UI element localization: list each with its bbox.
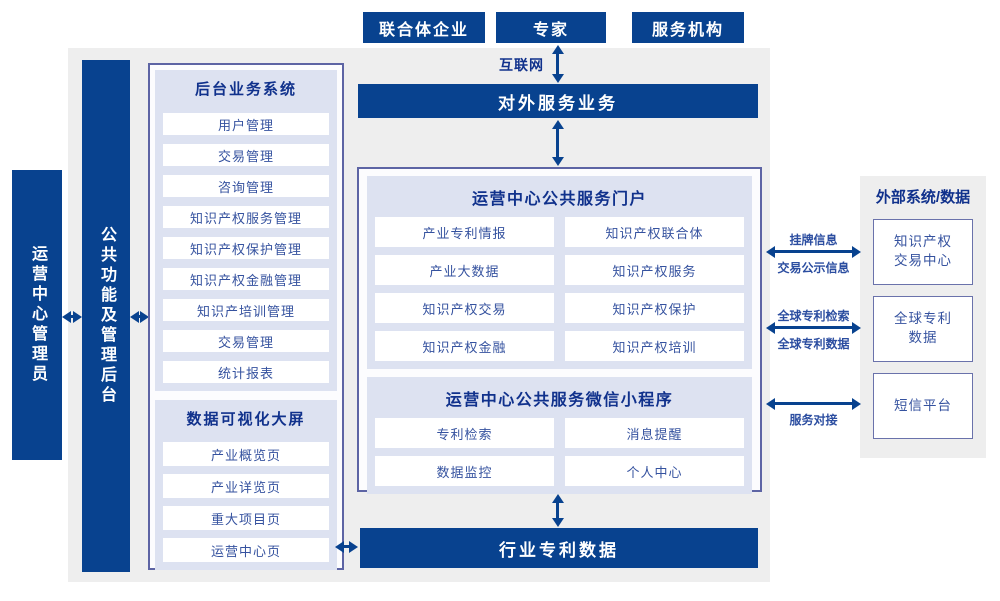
ip-exchange-double-arrow bbox=[766, 245, 861, 258]
dashboard-item: 运营中心页 bbox=[163, 538, 329, 562]
external-systems-panel: 外部系统/数据 知识产权 交易中心 全球专利 数据 短信平台 bbox=[860, 176, 986, 458]
back-office-item: 交易管理 bbox=[163, 330, 329, 352]
operations-center-admin-box: 运营中心管理员 bbox=[12, 170, 62, 460]
left-systems-panel: 后台业务系统 用户管理 交易管理 咨询管理 知识产权服务管理 知识产权保护管理 … bbox=[148, 63, 344, 570]
external-system-global-patent: 全球专利 数据 bbox=[873, 296, 973, 362]
miniprogram-grid: 专利检索 消息提醒 数据监控 个人中心 bbox=[375, 418, 744, 486]
internet-double-arrow bbox=[551, 45, 564, 83]
transaction-publicity-label: 交易公示信息 bbox=[777, 261, 850, 275]
portal-grid: 产业专利情报 知识产权联合体 产业大数据 知识产权服务 知识产权交易 知识产权保… bbox=[375, 217, 744, 361]
center-services-panel: 运营中心公共服务门户 产业专利情报 知识产权联合体 产业大数据 知识产权服务 知… bbox=[357, 167, 762, 494]
actor-box-consortium-enterprise: 联合体企业 bbox=[363, 12, 485, 43]
back-office-item: 知识产培训管理 bbox=[163, 299, 329, 321]
back-office-item: 统计报表 bbox=[163, 361, 329, 383]
external-system-label: 数据 bbox=[908, 330, 938, 345]
dashboard-item: 重大项目页 bbox=[163, 506, 329, 530]
portal-item: 知识产权金融 bbox=[375, 331, 554, 361]
back-office-item: 知识产权保护管理 bbox=[163, 237, 329, 259]
sms-service-double-arrow bbox=[766, 397, 861, 410]
global-patent-double-arrow bbox=[766, 321, 861, 334]
back-office-item: 知识产权金融管理 bbox=[163, 268, 329, 290]
miniprogram-item: 数据监控 bbox=[375, 456, 554, 486]
external-system-ip-exchange: 知识产权 交易中心 bbox=[873, 219, 973, 285]
data-visualization-section: 数据可视化大屏 产业概览页 产业详览页 重大项目页 运营中心页 bbox=[155, 400, 337, 570]
miniprogram-item: 个人中心 bbox=[565, 456, 744, 486]
public-functions-backend-box: 公共功能及管理后台 bbox=[82, 60, 130, 572]
actor-box-expert: 专家 bbox=[496, 12, 606, 43]
wechat-miniprogram-section: 运营中心公共服务微信小程序 专利检索 消息提醒 数据监控 个人中心 bbox=[367, 377, 752, 494]
back-office-item: 交易管理 bbox=[163, 144, 329, 166]
external-system-label: 交易中心 bbox=[894, 253, 952, 268]
dashboard-to-industry-double-arrow bbox=[335, 540, 358, 553]
portal-to-industry-double-arrow bbox=[551, 494, 564, 527]
global-patent-search-label: 全球专利检索 bbox=[777, 309, 850, 323]
dashboard-item: 产业概览页 bbox=[163, 442, 329, 466]
dashboard-item: 产业详览页 bbox=[163, 474, 329, 498]
portal-item: 产业专利情报 bbox=[375, 217, 554, 247]
portal-item: 知识产权培训 bbox=[565, 331, 744, 361]
external-system-sms-platform: 短信平台 bbox=[873, 373, 973, 439]
public-service-portal-section: 运营中心公共服务门户 产业专利情报 知识产权联合体 产业大数据 知识产权服务 知… bbox=[367, 176, 752, 369]
portal-item: 产业大数据 bbox=[375, 255, 554, 285]
back-office-item: 知识产权服务管理 bbox=[163, 206, 329, 228]
back-office-item: 用户管理 bbox=[163, 113, 329, 135]
portal-item: 知识产权保护 bbox=[565, 293, 744, 323]
listing-info-label: 挂牌信息 bbox=[789, 233, 838, 247]
miniprogram-item: 消息提醒 bbox=[565, 418, 744, 448]
external-systems-title: 外部系统/数据 bbox=[875, 189, 971, 206]
miniprogram-item: 专利检索 bbox=[375, 418, 554, 448]
data-visualization-title: 数据可视化大屏 bbox=[186, 411, 306, 428]
portal-item: 知识产权服务 bbox=[565, 255, 744, 285]
external-system-label: 全球专利 bbox=[894, 311, 952, 327]
portal-item: 知识产权联合体 bbox=[565, 217, 744, 247]
admin-to-backend-double-arrow bbox=[62, 310, 82, 323]
miniprogram-title: 运营中心公共服务微信小程序 bbox=[445, 392, 674, 409]
internet-label: 互联网 bbox=[499, 57, 544, 73]
external-to-portal-double-arrow bbox=[551, 120, 564, 166]
service-connection-label: 服务对接 bbox=[789, 413, 838, 427]
external-system-label: 知识产权 bbox=[894, 234, 952, 250]
external-service-bar: 对外服务业务 bbox=[358, 84, 758, 118]
actor-box-service-agency: 服务机构 bbox=[632, 12, 744, 43]
back-office-section: 后台业务系统 用户管理 交易管理 咨询管理 知识产权服务管理 知识产权保护管理 … bbox=[155, 70, 337, 391]
industry-patent-data-bar: 行业专利数据 bbox=[360, 528, 758, 568]
portal-item: 知识产权交易 bbox=[375, 293, 554, 323]
back-office-item: 咨询管理 bbox=[163, 175, 329, 197]
back-office-title: 后台业务系统 bbox=[194, 81, 297, 98]
external-system-label: 短信平台 bbox=[894, 397, 952, 413]
backend-to-panel-double-arrow bbox=[130, 310, 149, 323]
portal-title: 运营中心公共服务门户 bbox=[471, 191, 647, 208]
global-patent-data-label: 全球专利数据 bbox=[777, 337, 850, 351]
